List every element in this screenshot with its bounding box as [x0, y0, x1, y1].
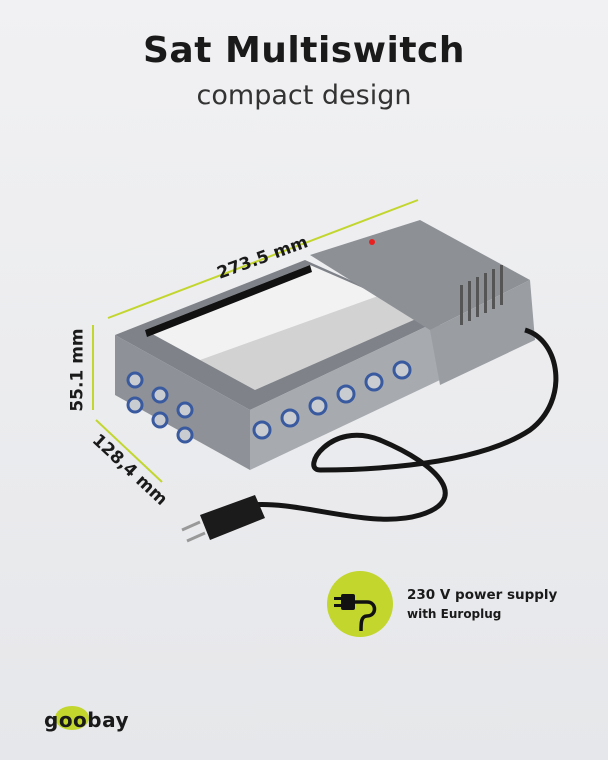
- multiswitch-device: [115, 220, 535, 470]
- power-cable: [249, 327, 559, 522]
- feature-line-2: with Europlug: [407, 607, 502, 621]
- feature-power-supply: 230 V power supply with Europlug: [327, 571, 557, 637]
- plug-icon: [327, 571, 393, 637]
- goobay-logo: goobay: [44, 706, 130, 732]
- page-title: Sat Multiswitch: [142, 30, 465, 71]
- europlug: [181, 495, 265, 543]
- logo-text: goobay: [44, 708, 130, 732]
- dimension-lines: [92, 199, 419, 483]
- height-dimension: 55.1 mm: [67, 328, 88, 412]
- feature-line-1: 230 V power supply: [407, 587, 558, 603]
- page-subtitle: compact design: [196, 80, 412, 111]
